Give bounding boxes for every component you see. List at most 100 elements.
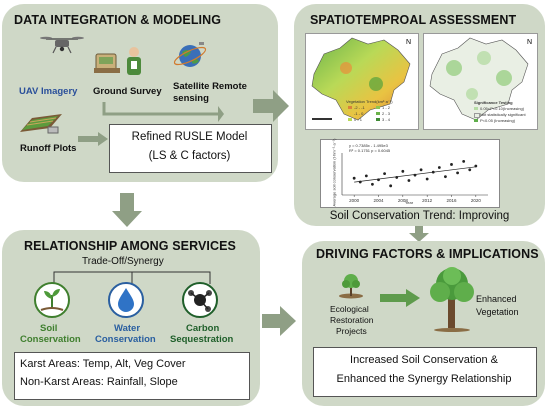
tradeoff-bracket — [53, 271, 211, 284]
chart-equation: y = 0.7385x - 1.495e3 — [349, 143, 388, 148]
chart-x-tick-label: 2008 — [398, 198, 409, 203]
map1-legend-6: 3 - 4 — [382, 117, 391, 122]
restoration-line1: Ecological — [330, 304, 369, 314]
map1-legend-4: 1 - 2 — [382, 105, 391, 110]
significance-map: N Significance Testing 0.05<P<0.10(Incre… — [423, 33, 538, 130]
chart-xlabel: Year — [405, 200, 414, 205]
svg-text:N: N — [527, 39, 532, 46]
soil-label-line2: Conservation — [20, 334, 81, 345]
chart-x-tick-label: 2012 — [422, 198, 433, 203]
carbon-sequestration-icon — [182, 282, 218, 318]
chart-point — [450, 163, 453, 166]
runoff-to-model-arrow — [78, 132, 108, 146]
chart-point — [462, 160, 466, 163]
arrow-integration-to-relationship — [112, 193, 142, 227]
chart-point — [474, 164, 478, 168]
satellite-label-line2: sensing — [173, 93, 209, 104]
water-label-line2: Conservation — [95, 334, 156, 345]
map2-swatch-1 — [474, 107, 478, 110]
map2-swatch-2 — [474, 113, 480, 118]
chart-point — [395, 176, 399, 179]
chart-point — [352, 176, 356, 180]
relationship-title: RELATIONSHIP AMONG SERVICES — [24, 239, 236, 253]
chart-point — [401, 169, 405, 173]
tradeoff-label: Trade-Off/Synergy — [82, 256, 164, 267]
map1-legend-2: -1 - 0 — [354, 111, 364, 116]
drone-icon — [40, 36, 84, 54]
map1-legend-title: Vegetation Trend(km²·a⁻¹) — [346, 99, 393, 104]
carbon-label-line1: Carbon — [186, 323, 220, 334]
chart-point — [358, 180, 362, 184]
chart-point — [437, 166, 441, 169]
arrow-assessment-to-driving — [409, 226, 429, 242]
ground-survey-icon — [94, 47, 141, 75]
map1-region: N — [311, 37, 411, 121]
chart-x-tick-label: 2020 — [471, 198, 482, 203]
map1-swatch-5 — [376, 112, 380, 115]
map1-legend-5: 2 - 3 — [382, 111, 391, 116]
map2-legend-3: P<0.05 (Increasing) — [480, 118, 516, 123]
driving-factors-title: DRIVING FACTORS & IMPLICATIONS — [316, 247, 539, 261]
vegetation-trend-map: N Vegetation Trend(km²·a⁻¹) -2 - -1 -1 -… — [305, 33, 419, 130]
chart-point — [444, 175, 447, 179]
rusle-model-line2: (LS & C factors) — [148, 150, 231, 162]
chart-point — [431, 170, 435, 174]
trend-chart-frame — [320, 139, 500, 208]
chart-point — [425, 177, 429, 181]
chart-point — [364, 174, 368, 178]
ground-survey-label: Ground Survey — [93, 86, 162, 97]
map1-swatch-3 — [348, 118, 352, 121]
chart-point — [383, 172, 386, 176]
chart-point — [389, 184, 393, 188]
satellite-label-line1: Satellite Remote — [173, 81, 247, 92]
svg-text:N: N — [406, 39, 411, 46]
tree-icon — [430, 267, 474, 332]
soil-label-line1: Soil — [40, 323, 58, 334]
enhanced-line1: Enhanced — [476, 294, 517, 304]
runoff-plot-icon — [20, 114, 62, 134]
rusle-model-line1: Refined RUSLE Model — [131, 131, 248, 143]
map1-legend-1: -2 - -1 — [354, 105, 365, 110]
map1-swatch-6 — [376, 118, 380, 121]
implication-box — [313, 347, 537, 397]
implication-line1: Increased Soil Conservation & — [350, 354, 498, 366]
chart-point — [468, 168, 472, 172]
arrow-integration-to-assessment — [253, 90, 289, 122]
water-conservation-icon — [108, 282, 144, 318]
map2-legend-1: 0.05<P<0.10(Increasing) — [480, 106, 525, 111]
map2-swatch-3 — [474, 119, 478, 122]
chart-x-tick-label: 2004 — [373, 198, 384, 203]
karst-factors-box — [14, 352, 250, 400]
chart-point — [413, 173, 417, 177]
satellite-earth-icon — [173, 42, 207, 67]
sapling-icon — [339, 274, 363, 299]
restoration-to-vegetation-arrow — [380, 289, 420, 307]
restoration-line2: Restoration — [330, 315, 374, 325]
chart-point — [377, 178, 380, 182]
uav-imagery-label: UAV Imagery — [19, 86, 78, 97]
chart-ylabel: Average soil conservation (t·hm⁻²·a⁻¹) — [331, 138, 337, 207]
map1-swatch-1 — [348, 106, 352, 109]
carbon-label-line2: Sequestration — [170, 334, 234, 345]
chart-point — [407, 179, 411, 182]
karst-factors: Karst Areas: Temp, Alt, Veg Cover — [20, 358, 186, 370]
implication-line2: Enhanced the Synergy Relationship — [336, 373, 512, 385]
chart-point — [371, 182, 374, 186]
enhanced-line2: Vegetation — [476, 307, 519, 317]
chart-x-tick-label: 2016 — [446, 198, 457, 203]
trend-caption: Soil Conservation Trend: Improving — [329, 210, 510, 222]
runoff-plots-label: Runoff Plots — [20, 143, 77, 154]
chart-point — [456, 171, 459, 175]
ground-to-model-arrow — [102, 102, 224, 122]
assessment-title: SPATIOTEMPROAL ASSESSMENT — [310, 13, 517, 27]
chart-point — [419, 168, 423, 172]
soil-conservation-icon — [34, 282, 70, 318]
map2-region: N — [429, 37, 532, 121]
chart-x-tick-label: 2000 — [349, 198, 360, 203]
data-integration-title: DATA INTEGRATION & MODELING — [14, 13, 222, 27]
chart-r2: R² = 0.1751 p = 0.6045 — [349, 148, 391, 153]
trend-chart: 2000 2004 2008 2012 2016 2020 — [341, 153, 488, 203]
restoration-line3: Projects — [336, 326, 367, 336]
map2-legend-2: Not statistically significant — [480, 112, 526, 117]
map1-swatch-4 — [376, 106, 380, 109]
